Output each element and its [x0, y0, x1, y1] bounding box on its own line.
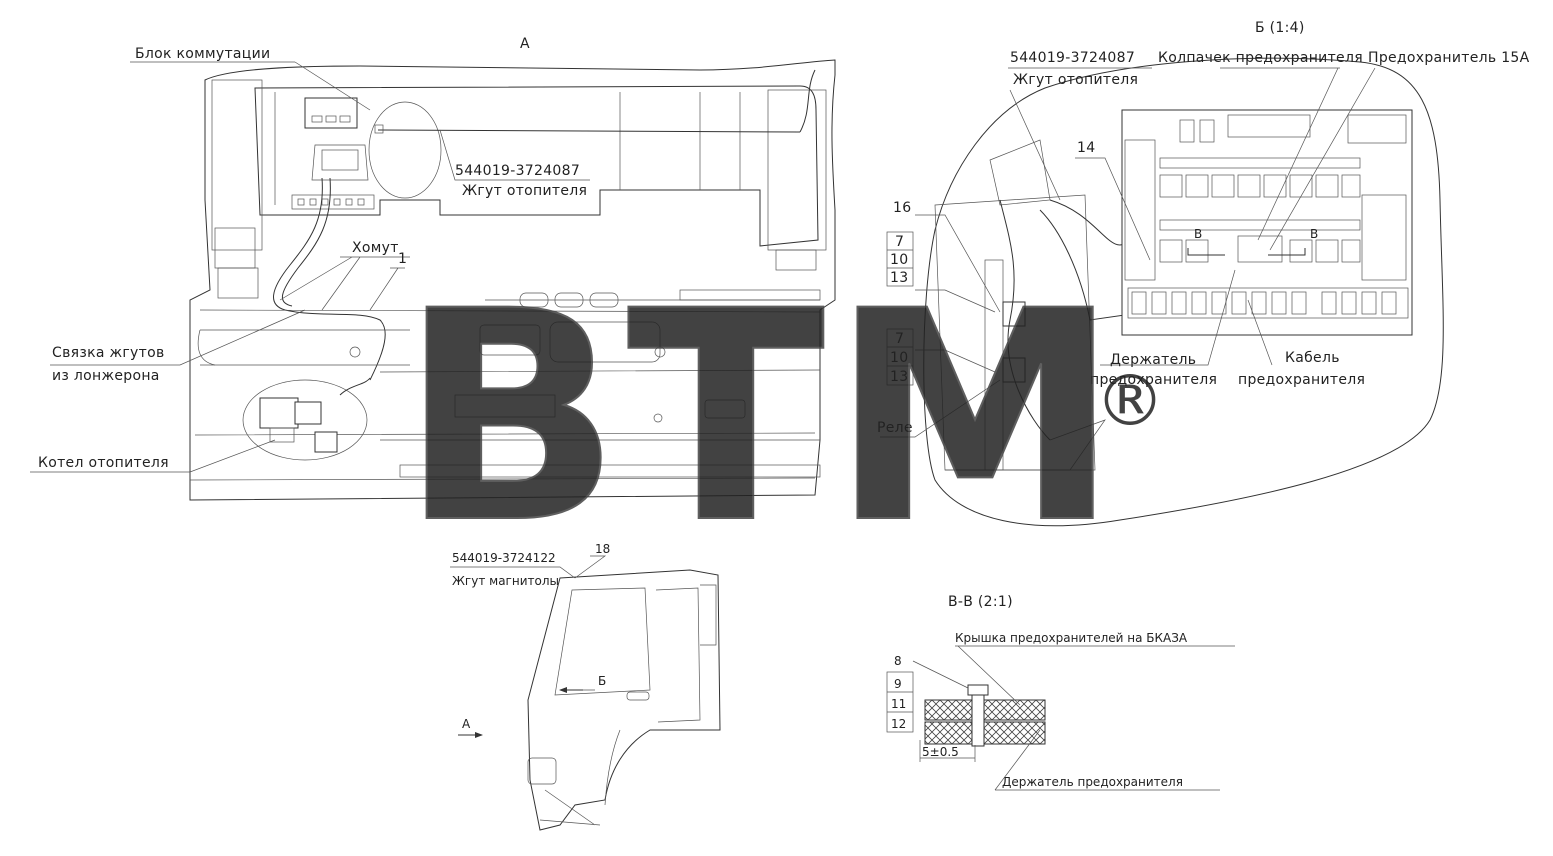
label-pos-10-lower: 10	[890, 350, 908, 366]
label-pos-12: 12	[891, 717, 906, 731]
view-a-title: А	[520, 36, 530, 52]
label-pos-16: 16	[893, 200, 911, 216]
label-harness-bundle-line2: из лонжерона	[52, 368, 160, 384]
cab-side-view: 544019-3724122 Жгут магнитолы 18 А Б	[450, 542, 721, 831]
label-b-harness-code: 544019-3724087	[1010, 50, 1135, 66]
view-b-fuse-detail: Б (1:4)	[877, 20, 1530, 527]
label-pos-14: 14	[1077, 140, 1095, 156]
pos-stack-lower: 7 10 13	[886, 328, 914, 386]
label-harness-bundle-line1: Связка жгутов	[52, 345, 165, 361]
pos-stack-section: 8 9 11 12	[886, 654, 914, 733]
label-fuse-holder-line1: Держатель	[1110, 352, 1196, 368]
label-fuse-cap: Колпачек предохранителя	[1158, 50, 1363, 66]
label-fuse-15a: Предохранитель 15А	[1368, 50, 1530, 66]
label-radio-harness: Жгут магнитолы	[452, 574, 559, 588]
view-a-cab-front: А	[30, 36, 836, 501]
label-heater-harness: Жгут отопителя	[462, 183, 587, 199]
label-pos-7-upper: 7	[895, 234, 904, 250]
label-pos-13-upper: 13	[890, 270, 908, 286]
label-pos-7-lower: 7	[895, 331, 904, 347]
label-pos-8: 8	[894, 654, 902, 668]
label-fuse-cable-line2: предохранителя	[1238, 372, 1365, 388]
label-fuse-holder-line2: предохранителя	[1090, 372, 1217, 388]
section-vv-title: В-В (2:1)	[948, 594, 1013, 610]
label-heater-harness-code: 544019-3724087	[455, 163, 580, 179]
label-pos-9: 9	[894, 677, 902, 691]
label-fuse-cable-line1: Кабель	[1285, 350, 1340, 366]
watermark-registered-mark: ®	[1095, 360, 1165, 442]
label-pos-13-lower: 13	[890, 369, 908, 385]
label-radio-harness-code: 544019-3724122	[452, 551, 556, 565]
watermark: BTM ®	[399, 249, 1165, 588]
view-b-title: Б (1:4)	[1255, 20, 1305, 36]
label-dimension: 5±0.5	[922, 745, 959, 759]
label-arrow-b: Б	[598, 674, 606, 688]
label-arrow-a: А	[462, 717, 471, 731]
label-pos-18: 18	[595, 542, 610, 556]
marker-v-left: В	[1194, 227, 1202, 241]
marker-v-right: В	[1310, 227, 1318, 241]
section-vv: В-В (2:1) 8 9 11 12 Крышка предохранител…	[886, 594, 1235, 791]
label-fuse-holder-full: Держатель предохранителя	[1002, 775, 1183, 789]
label-b-harness: Жгут отопителя	[1013, 72, 1138, 88]
label-relay: Реле	[877, 420, 913, 436]
watermark-logo: BTM	[400, 250, 1125, 587]
label-clamp: Хомут	[352, 240, 399, 256]
label-switch-block: Блок коммутации	[135, 46, 270, 62]
label-pos-1: 1	[398, 251, 407, 267]
label-pos-10-upper: 10	[890, 252, 908, 268]
pos-stack-upper: 7 10 13	[886, 231, 914, 287]
label-heater-boiler: Котел отопителя	[38, 455, 169, 471]
label-fuse-cover: Крышка предохранителей на БКАЗА	[955, 631, 1188, 645]
label-pos-11: 11	[891, 697, 906, 711]
